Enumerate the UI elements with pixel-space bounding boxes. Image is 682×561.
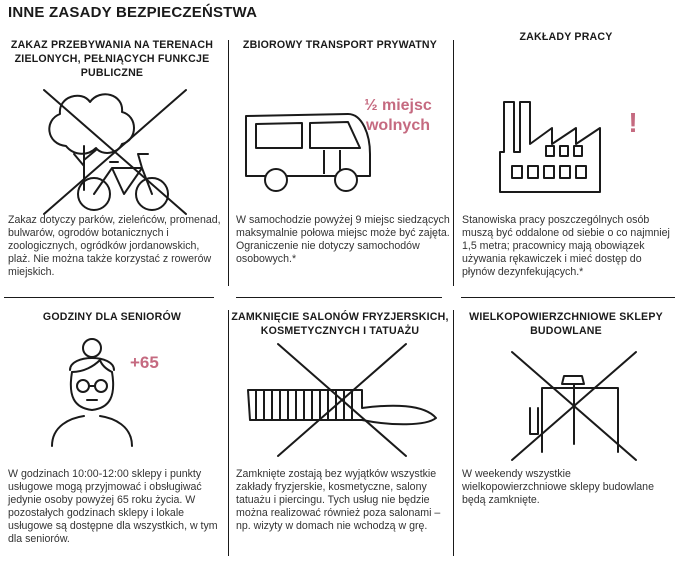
- panel-body: Zakaz dotyczy parków, zieleńców, promena…: [8, 214, 221, 278]
- tools-crossed-icon: [511, 351, 637, 461]
- panel-seniors: GODZINY DLA SENIORÓW +65 W godzinach 10:…: [2, 308, 222, 558]
- panel-heading: GODZINY DLA SENIORÓW: [42, 311, 182, 323]
- page-title: INNE ZASADY BEZPIECZEŃSTWA: [8, 4, 258, 21]
- bus-icon: [245, 113, 371, 192]
- panel-body: Zamknięte zostają bez wyjątków wszystkie…: [236, 468, 441, 532]
- callout-line2: wolnych: [365, 117, 430, 134]
- panel-body: W samochodzie powyżej 9 miejsc siedzącyc…: [236, 214, 450, 265]
- panel-green-areas: ZAKAZ PRZEBYWANIA NA TERENACH ZIELONYCH,…: [2, 38, 222, 293]
- factory-icon: [499, 101, 601, 193]
- panel-body: W godzinach 10:00-12:00 sklepy i punkty …: [8, 468, 218, 545]
- column-divider: [228, 310, 229, 556]
- panel-hardware-stores: WIELKOPOWIERZCHNIOWE SKLEPY BUDOWLANE W …: [456, 308, 676, 558]
- column-divider: [453, 40, 454, 286]
- row-divider: [461, 297, 675, 298]
- warning-callout: !: [628, 107, 637, 138]
- column-divider: [228, 40, 229, 286]
- panel-heading: ZBIOROWY TRANSPORT PRYWATNY: [242, 39, 438, 51]
- panel-body: Stanowiska pracy poszczególnych osób mus…: [462, 214, 670, 278]
- panel-heading: WIELKOPOWIERZCHNIOWE SKLEPY BUDOWLANE: [469, 311, 663, 337]
- exclamation-mark: !: [628, 107, 637, 138]
- panel-heading: ZAKŁADY PRACY: [519, 31, 613, 43]
- row-divider: [4, 297, 214, 298]
- comb-crossed-icon: [247, 343, 437, 457]
- panel-heading: ZAMKNIĘCIE SALONÓW FRYZJERSKICH, KOSMETY…: [231, 311, 449, 337]
- age-label: +65: [130, 353, 159, 372]
- panel-heading: ZAKAZ PRZEBYWANIA NA TERENACH ZIELONYCH,…: [10, 39, 214, 79]
- panel-body: W weekendy wszystkie wielkopowierzchniow…: [462, 468, 654, 506]
- panel-transport: ZBIOROWY TRANSPORT PRYWATNY ½ miejsc wol…: [230, 38, 450, 293]
- callout-line1: ½ miejsc: [364, 97, 432, 114]
- column-divider: [453, 310, 454, 556]
- half-seats-callout: ½ miejsc wolnych: [364, 97, 432, 134]
- senior-woman-icon: [51, 338, 133, 447]
- panel-workplaces: ZAKŁADY PRACY ! Stanowiska pracy poszcze…: [456, 31, 676, 293]
- row-divider: [236, 297, 442, 298]
- panel-salons: ZAMKNIĘCIE SALONÓW FRYZJERSKICH, KOSMETY…: [230, 308, 450, 558]
- age-callout: +65: [130, 353, 159, 372]
- tree-bicycle-crossed-icon: [43, 89, 187, 215]
